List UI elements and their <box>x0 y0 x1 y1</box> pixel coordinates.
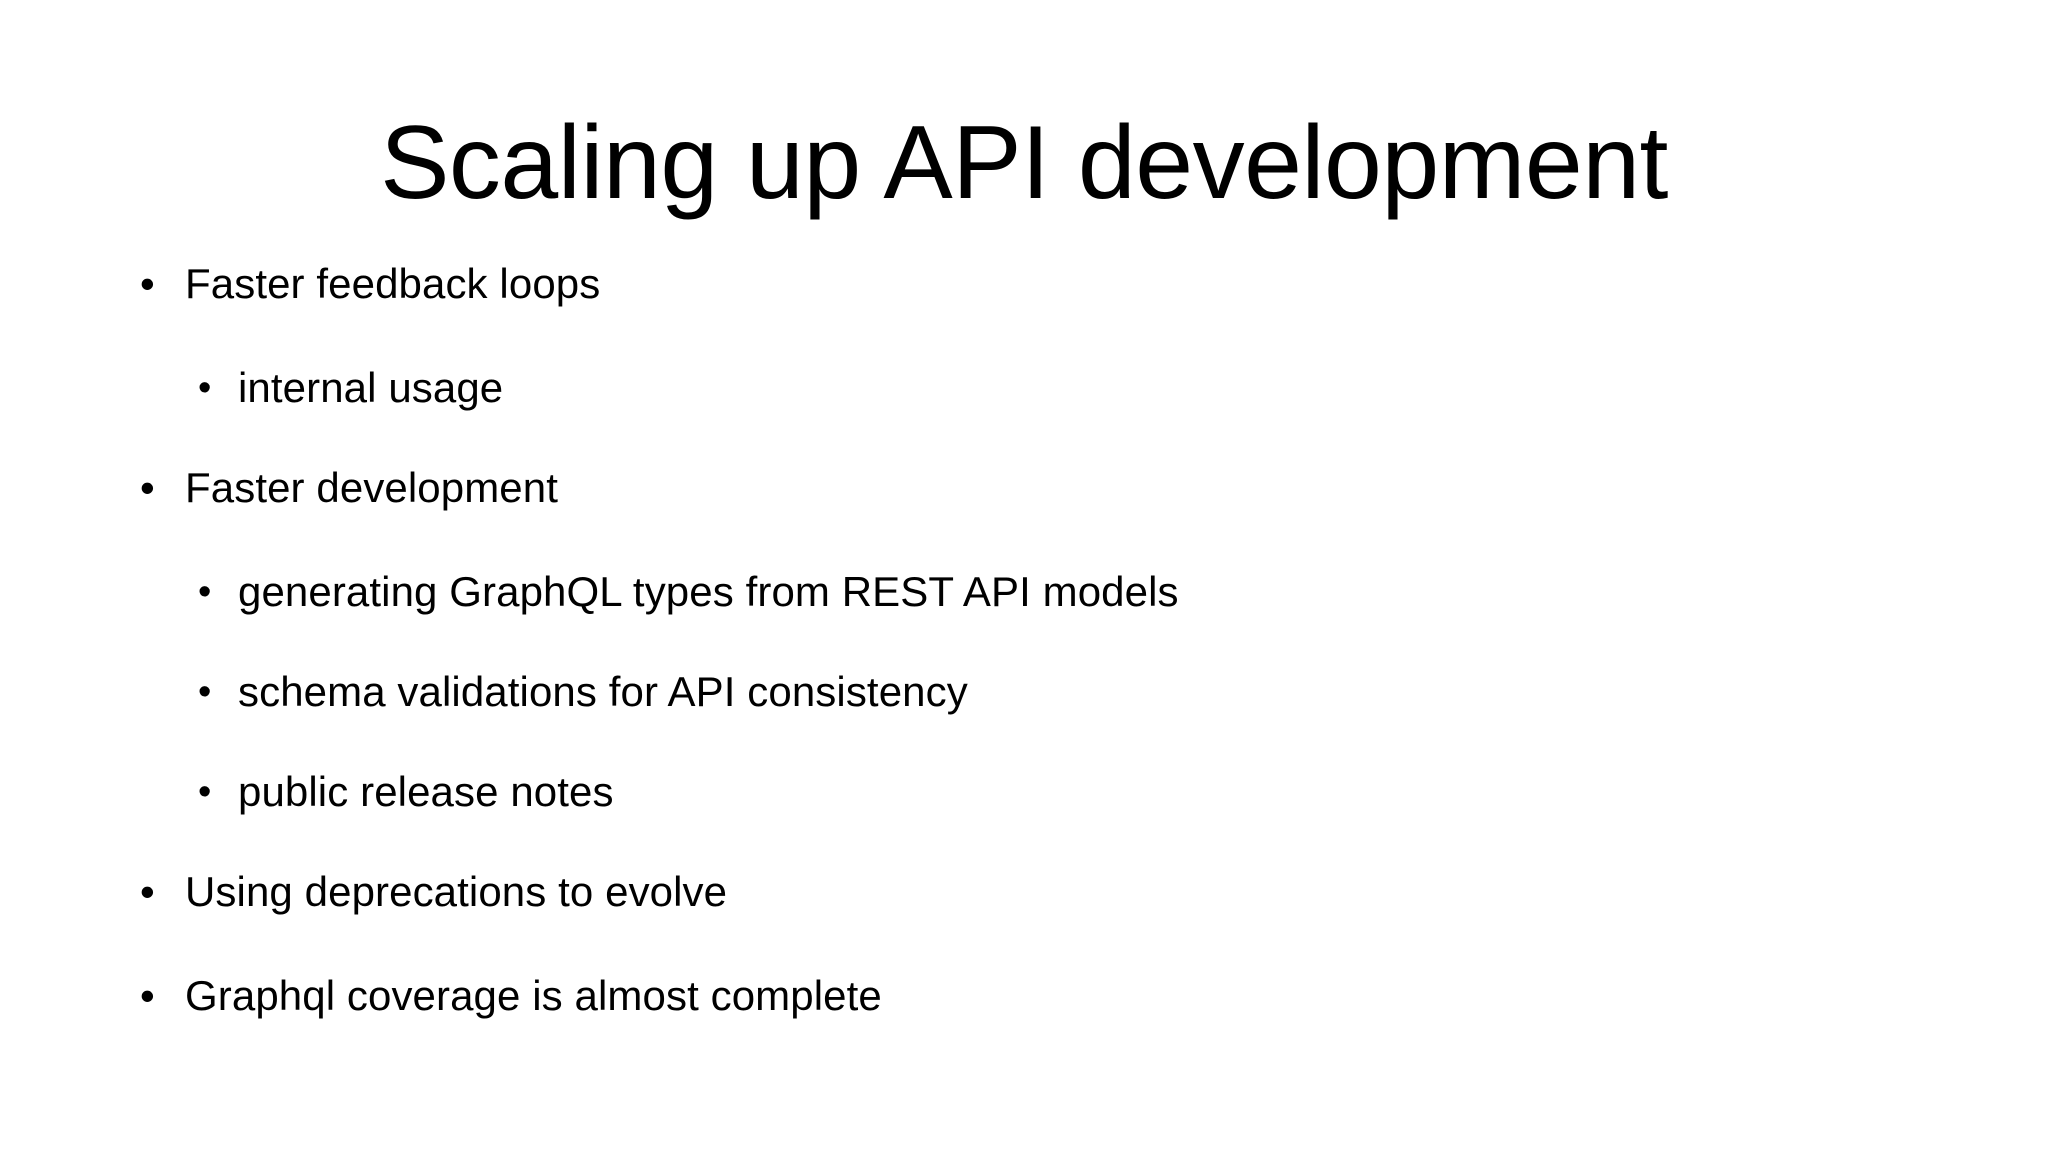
bullet-icon: • <box>140 464 155 511</box>
bullet-icon: • <box>198 367 212 409</box>
list-item: • internal usage <box>0 360 2048 460</box>
list-item-label: schema validations for API consistency <box>238 668 968 715</box>
bullet-icon: • <box>198 571 212 613</box>
list-item: • public release notes <box>0 764 2048 864</box>
list-item-label: generating GraphQL types from REST API m… <box>238 568 1179 615</box>
list-item-label: internal usage <box>238 364 504 411</box>
list-item-label: Faster development <box>185 464 558 511</box>
bullet-icon: • <box>140 972 155 1019</box>
list-item: • schema validations for API consistency <box>0 664 2048 764</box>
list-item-label: Graphql coverage is almost complete <box>185 972 882 1019</box>
list-item: • Graphql coverage is almost complete <box>0 968 2048 1072</box>
bullet-icon: • <box>140 868 155 915</box>
bullet-icon: • <box>140 260 155 307</box>
list-item: • Using deprecations to evolve <box>0 864 2048 968</box>
list-item: • Faster development <box>0 460 2048 564</box>
list-item: • Faster feedback loops <box>0 256 2048 360</box>
list-item-label: Using deprecations to evolve <box>185 868 728 915</box>
list-item-label: public release notes <box>238 768 614 815</box>
page-title: Scaling up API development <box>380 104 1668 221</box>
list-item: • generating GraphQL types from REST API… <box>0 564 2048 664</box>
bullet-icon: • <box>198 671 212 713</box>
bullet-icon: • <box>198 771 212 813</box>
bullet-list: • Faster feedback loops • internal usage… <box>0 256 2048 1072</box>
list-item-label: Faster feedback loops <box>185 260 601 307</box>
